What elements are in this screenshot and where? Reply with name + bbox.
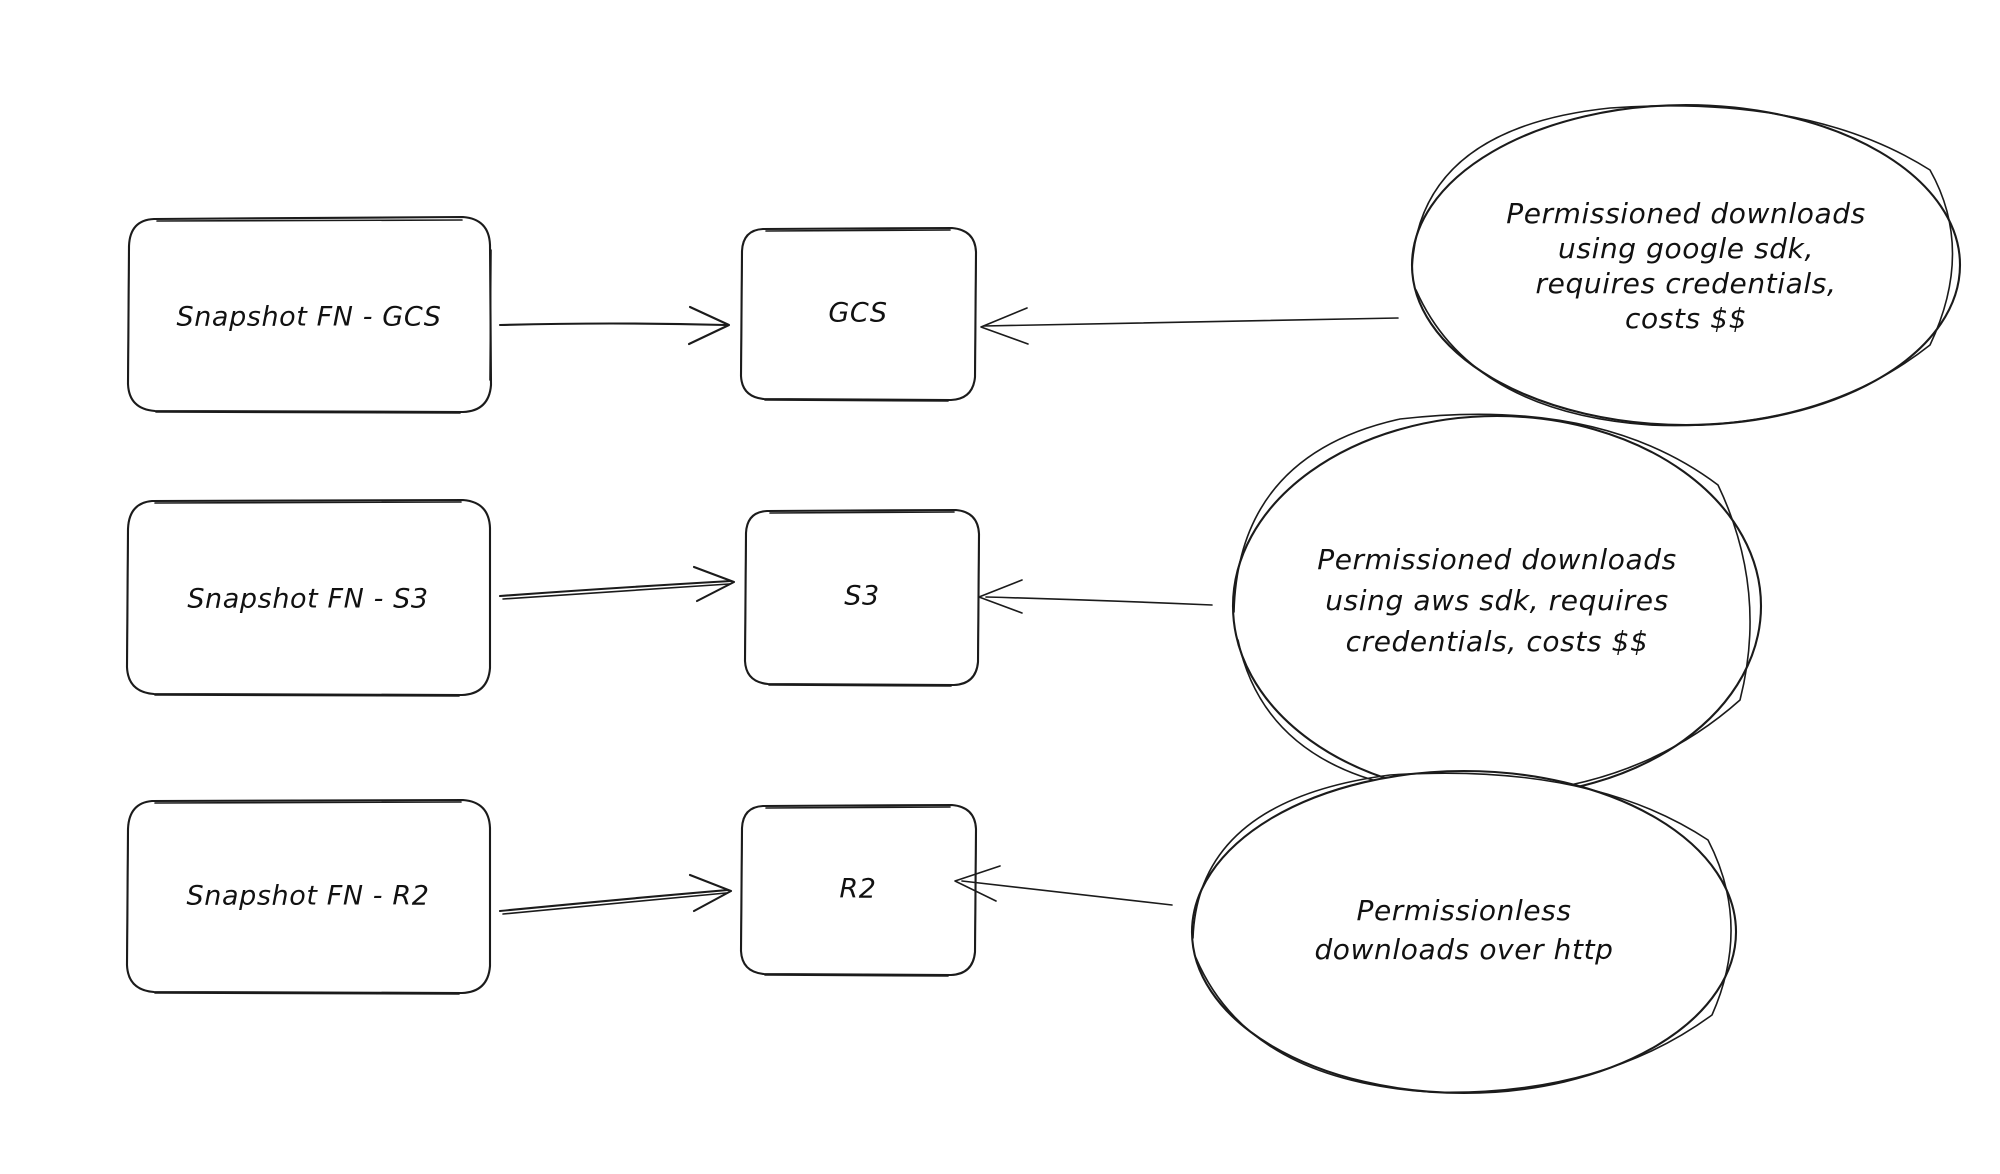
note-gcs[interactable]: Permissioned downloads using google sdk,… xyxy=(1410,103,1962,427)
node-snapshot-fn-r2-label: Snapshot FN - R2 xyxy=(187,881,430,912)
node-snapshot-fn-r2[interactable]: Snapshot FN - R2 xyxy=(125,798,492,995)
node-snapshot-fn-gcs-label: Snapshot FN - GCS xyxy=(176,302,441,333)
node-s3[interactable]: S3 xyxy=(743,508,981,687)
note-r2[interactable]: Permissionless downloads over http xyxy=(1190,769,1738,1095)
node-snapshot-fn-gcs[interactable]: Snapshot FN - GCS xyxy=(126,215,493,414)
node-r2-label: R2 xyxy=(839,874,876,905)
note-s3-line-3: credentials, costs $$ xyxy=(1346,625,1649,658)
arrow-note-gcs-to-gcs xyxy=(980,307,1399,345)
arrow-snapshot-fn-s3-to-s3 xyxy=(498,565,736,603)
note-gcs-line-3: requires credentials, xyxy=(1536,267,1837,300)
note-r2-line-1: Permissionless xyxy=(1356,894,1571,927)
note-s3-line-2: using aws sdk, requires xyxy=(1325,584,1669,617)
note-r2-line-2: downloads over http xyxy=(1314,933,1613,966)
note-gcs-line-2: using google sdk, xyxy=(1558,232,1814,265)
node-r2[interactable]: R2 xyxy=(739,803,978,977)
node-snapshot-fn-s3-label: Snapshot FN - S3 xyxy=(187,584,428,615)
arrow-note-s3-to-s3 xyxy=(978,579,1213,614)
note-s3[interactable]: Permissioned downloads using aws sdk, re… xyxy=(1231,413,1763,798)
arrow-note-r2-to-r2 xyxy=(954,865,1173,906)
arrow-snapshot-fn-r2-to-r2 xyxy=(498,873,733,915)
node-gcs[interactable]: GCS xyxy=(739,226,978,402)
note-s3-line-1: Permissioned downloads xyxy=(1317,543,1677,576)
row-gcs: Snapshot FN - GCS GCS Pe xyxy=(126,103,1962,427)
arrow-snapshot-fn-gcs-to-gcs xyxy=(498,305,731,346)
note-gcs-line-1: Permissioned downloads xyxy=(1506,197,1866,230)
note-gcs-line-4: costs $$ xyxy=(1625,302,1747,335)
row-r2: Snapshot FN - R2 R2 Permissionless xyxy=(125,769,1738,1095)
node-gcs-label: GCS xyxy=(828,298,887,329)
node-s3-label: S3 xyxy=(844,581,880,612)
node-snapshot-fn-s3[interactable]: Snapshot FN - S3 xyxy=(125,498,492,697)
row-s3: Snapshot FN - S3 S3 Permissioned downloa… xyxy=(125,413,1763,798)
